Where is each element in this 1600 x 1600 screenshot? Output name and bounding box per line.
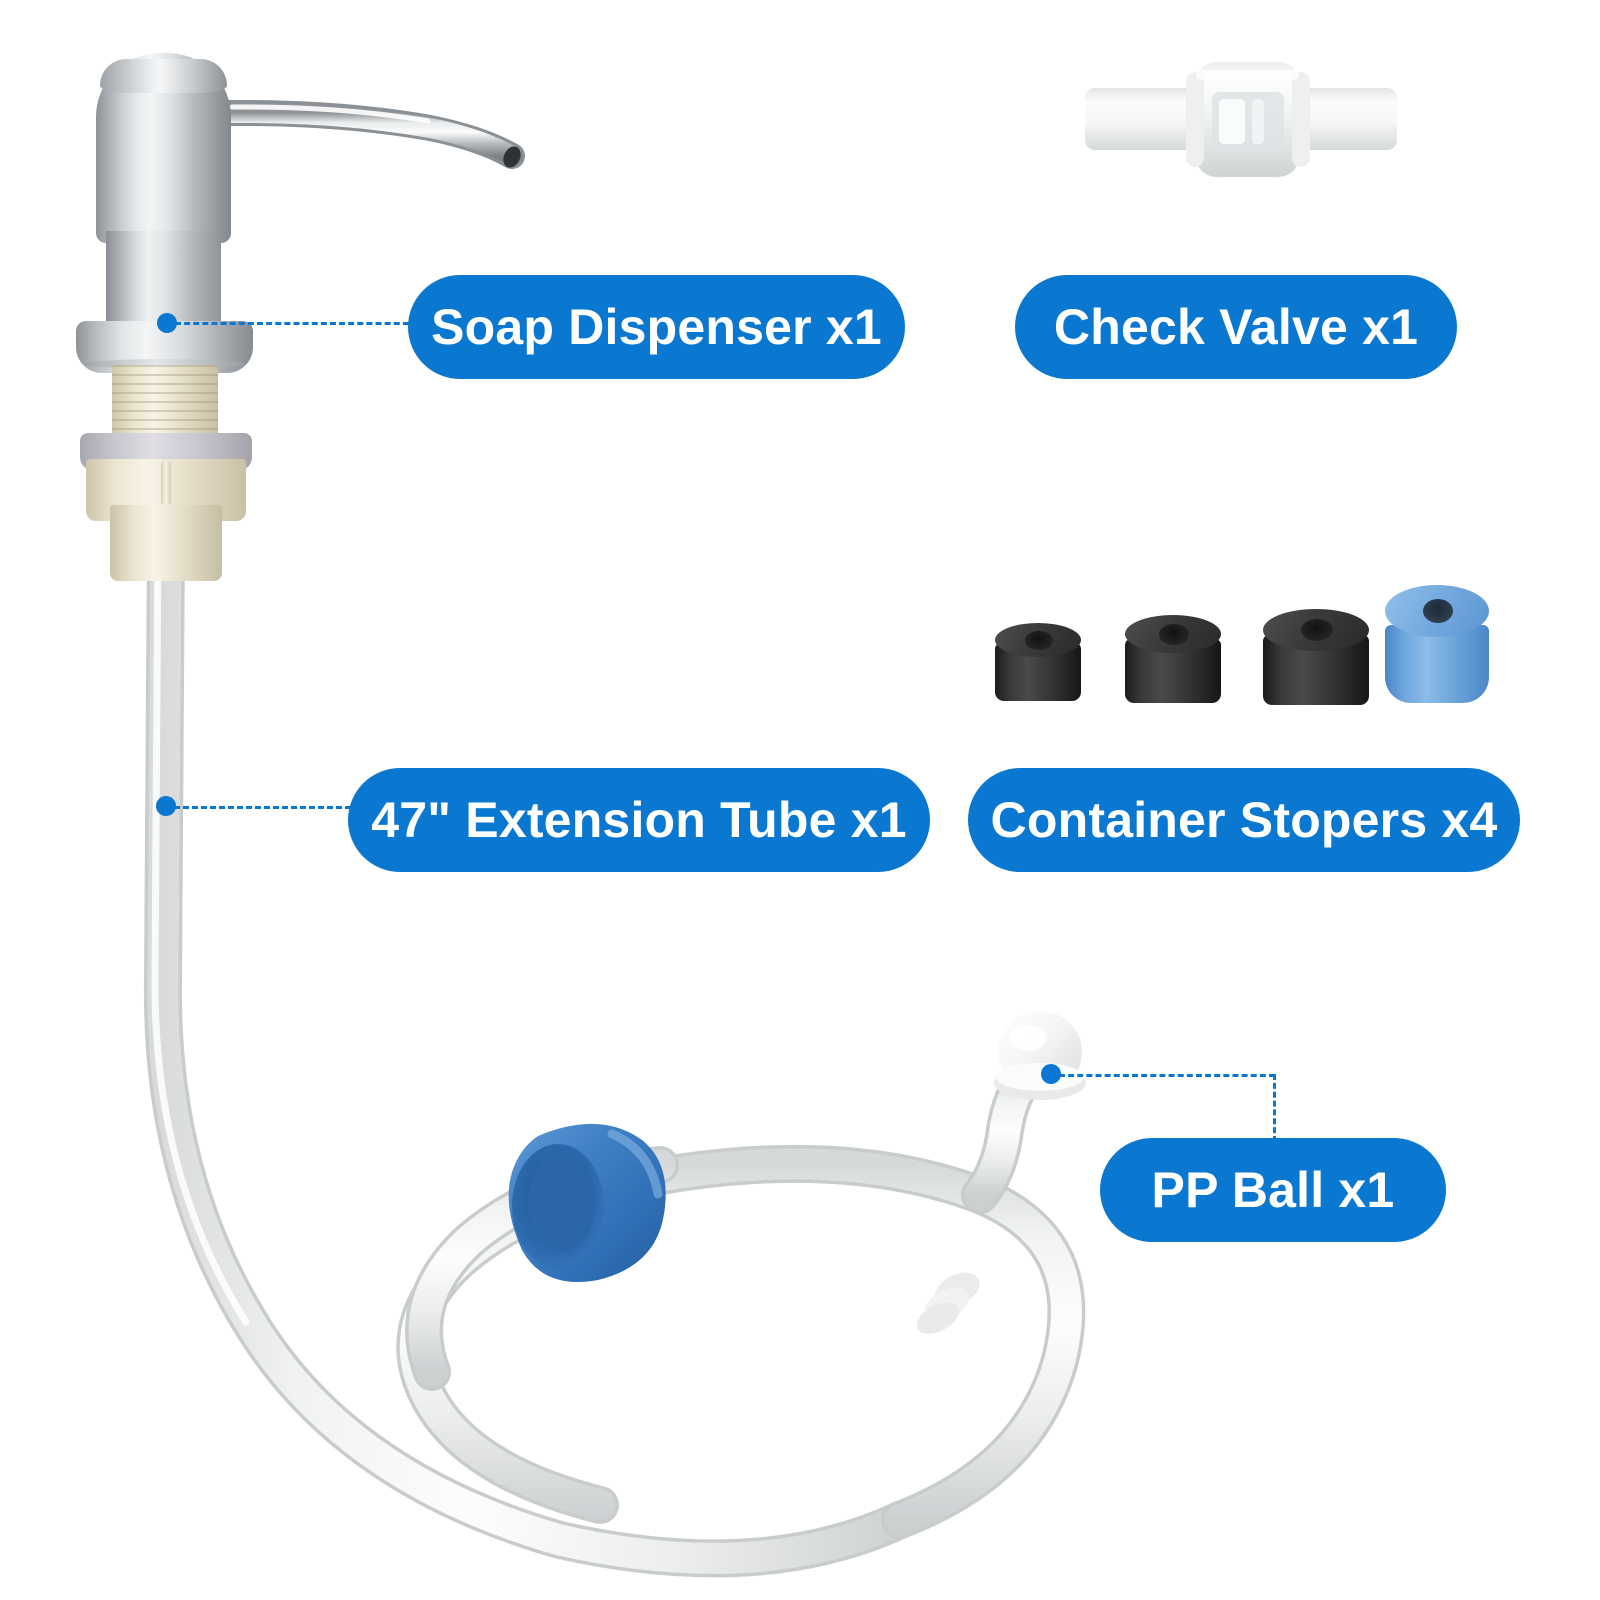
pump-head — [96, 53, 231, 243]
stopper-4 — [1385, 585, 1489, 703]
callout-pp-ball[interactable]: PP Ball x1 — [1100, 1138, 1446, 1242]
leader-line-pp-ball-horizontal — [1059, 1074, 1275, 1077]
callout-check-valve[interactable]: Check Valve x1 — [1015, 275, 1457, 379]
check-valve-artwork — [1085, 62, 1397, 177]
callout-label-check-valve: Check Valve x1 — [1053, 299, 1419, 355]
container-stoppers-artwork — [985, 575, 1489, 705]
leader-dot-soap-dispenser — [157, 313, 177, 333]
callout-label-container-stoppers: Container Stopers x4 — [990, 792, 1498, 848]
stopper-1 — [995, 623, 1081, 701]
blue-tube-stopper — [492, 1110, 682, 1285]
callout-extension-tube[interactable]: 47" Extension Tube x1 — [348, 768, 930, 872]
callout-label-soap-dispenser: Soap Dispenser x1 — [431, 299, 882, 355]
stopper-3 — [1263, 609, 1369, 705]
stopper-2 — [1125, 615, 1221, 703]
pp-ball-artwork — [994, 1011, 1086, 1100]
threaded-shank — [112, 365, 218, 445]
callout-soap-dispenser[interactable]: Soap Dispenser x1 — [408, 275, 905, 379]
leader-line-pp-ball-vertical — [1273, 1074, 1276, 1142]
lower-collar — [110, 505, 222, 581]
callout-container-stoppers[interactable]: Container Stopers x4 — [968, 768, 1520, 872]
leader-dot-pp-ball — [1041, 1064, 1061, 1084]
soap-dispenser-artwork — [60, 35, 330, 581]
leader-line-extension-tube — [174, 806, 360, 809]
callout-label-pp-ball: PP Ball x1 — [1151, 1162, 1395, 1218]
leader-dot-extension-tube — [156, 796, 176, 816]
callout-label-extension-tube: 47" Extension Tube x1 — [371, 792, 907, 848]
leader-line-soap-dispenser — [175, 322, 418, 325]
